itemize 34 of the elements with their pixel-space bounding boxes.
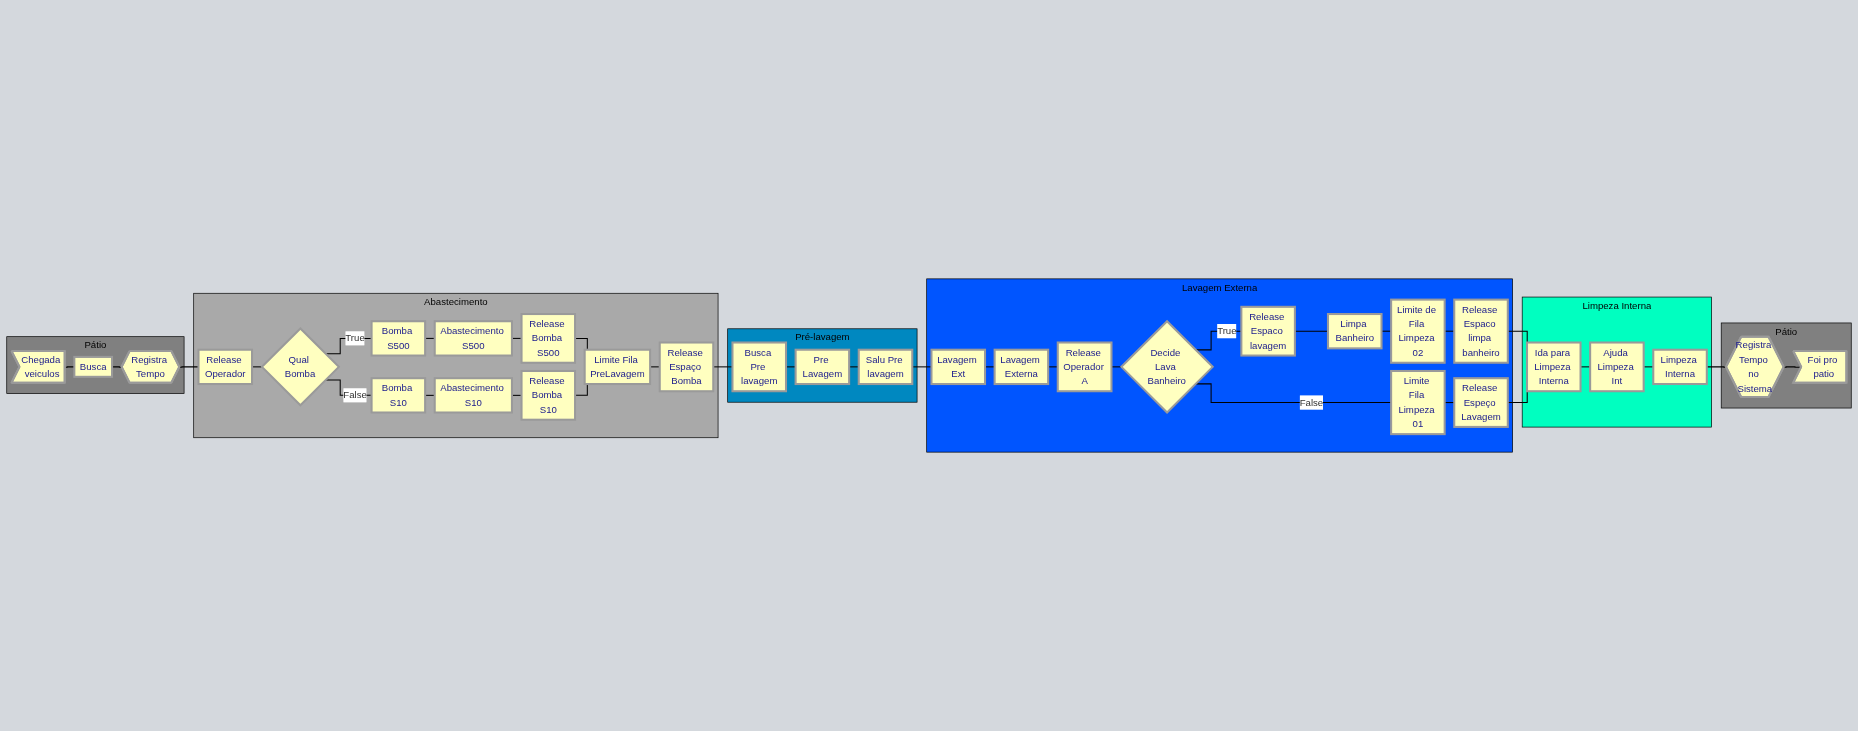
edge-label: True xyxy=(1217,325,1237,337)
node-box: Release Espaço Bomba xyxy=(658,341,715,393)
connector xyxy=(179,366,199,368)
node-box: Bomba S10 xyxy=(370,377,427,414)
node-box: Salu Pre lavagem xyxy=(857,348,914,386)
edge-label: False xyxy=(1299,396,1324,408)
node-box: Bomba S500 xyxy=(370,320,427,357)
node-box: Release Bomba S500 xyxy=(520,313,577,364)
node-box: Lavagem Externa xyxy=(993,348,1050,386)
node-diamond: Qual Bomba xyxy=(260,327,341,407)
node-diamond: Decide Lava Banheiro xyxy=(1119,319,1215,414)
node-box: Abastecimento S500 xyxy=(433,320,513,357)
node-box: Release Operador xyxy=(197,348,254,386)
node-box: Ajuda Limpeza Int xyxy=(1589,341,1645,393)
node-box: Release Espeço Lavagem xyxy=(1453,377,1509,428)
node-box: Lavagem Ext xyxy=(930,348,987,386)
node-box: Busca Pre lavagem xyxy=(731,341,788,393)
node-box: Ida para Limpeza Interna xyxy=(1525,341,1582,393)
node-box: Limite Fila PreLavagem xyxy=(583,348,652,386)
node-box: Release Bomba S10 xyxy=(520,369,577,421)
node-box: Release Espaco limpa banheiro xyxy=(1453,298,1509,364)
connector xyxy=(64,366,75,368)
node-box: Pre Lavagem xyxy=(794,348,851,386)
node-box: Limite de Fila Limpeza 02 xyxy=(1390,298,1446,364)
edge-label: True xyxy=(345,332,365,344)
node-box: Release Espaco lavagem xyxy=(1240,305,1296,357)
node-box: Busca xyxy=(73,355,114,378)
edge-label: False xyxy=(343,389,367,401)
node-box: Release Operador A xyxy=(1056,341,1113,393)
connector xyxy=(1706,366,1727,368)
node-box: Limite Fila Limpeza 01 xyxy=(1390,369,1446,436)
node-box: Limpa Banheiro xyxy=(1326,313,1383,350)
node-box: Limpeza Interna xyxy=(1652,348,1708,386)
node-box: Abastecimento S10 xyxy=(433,377,513,414)
